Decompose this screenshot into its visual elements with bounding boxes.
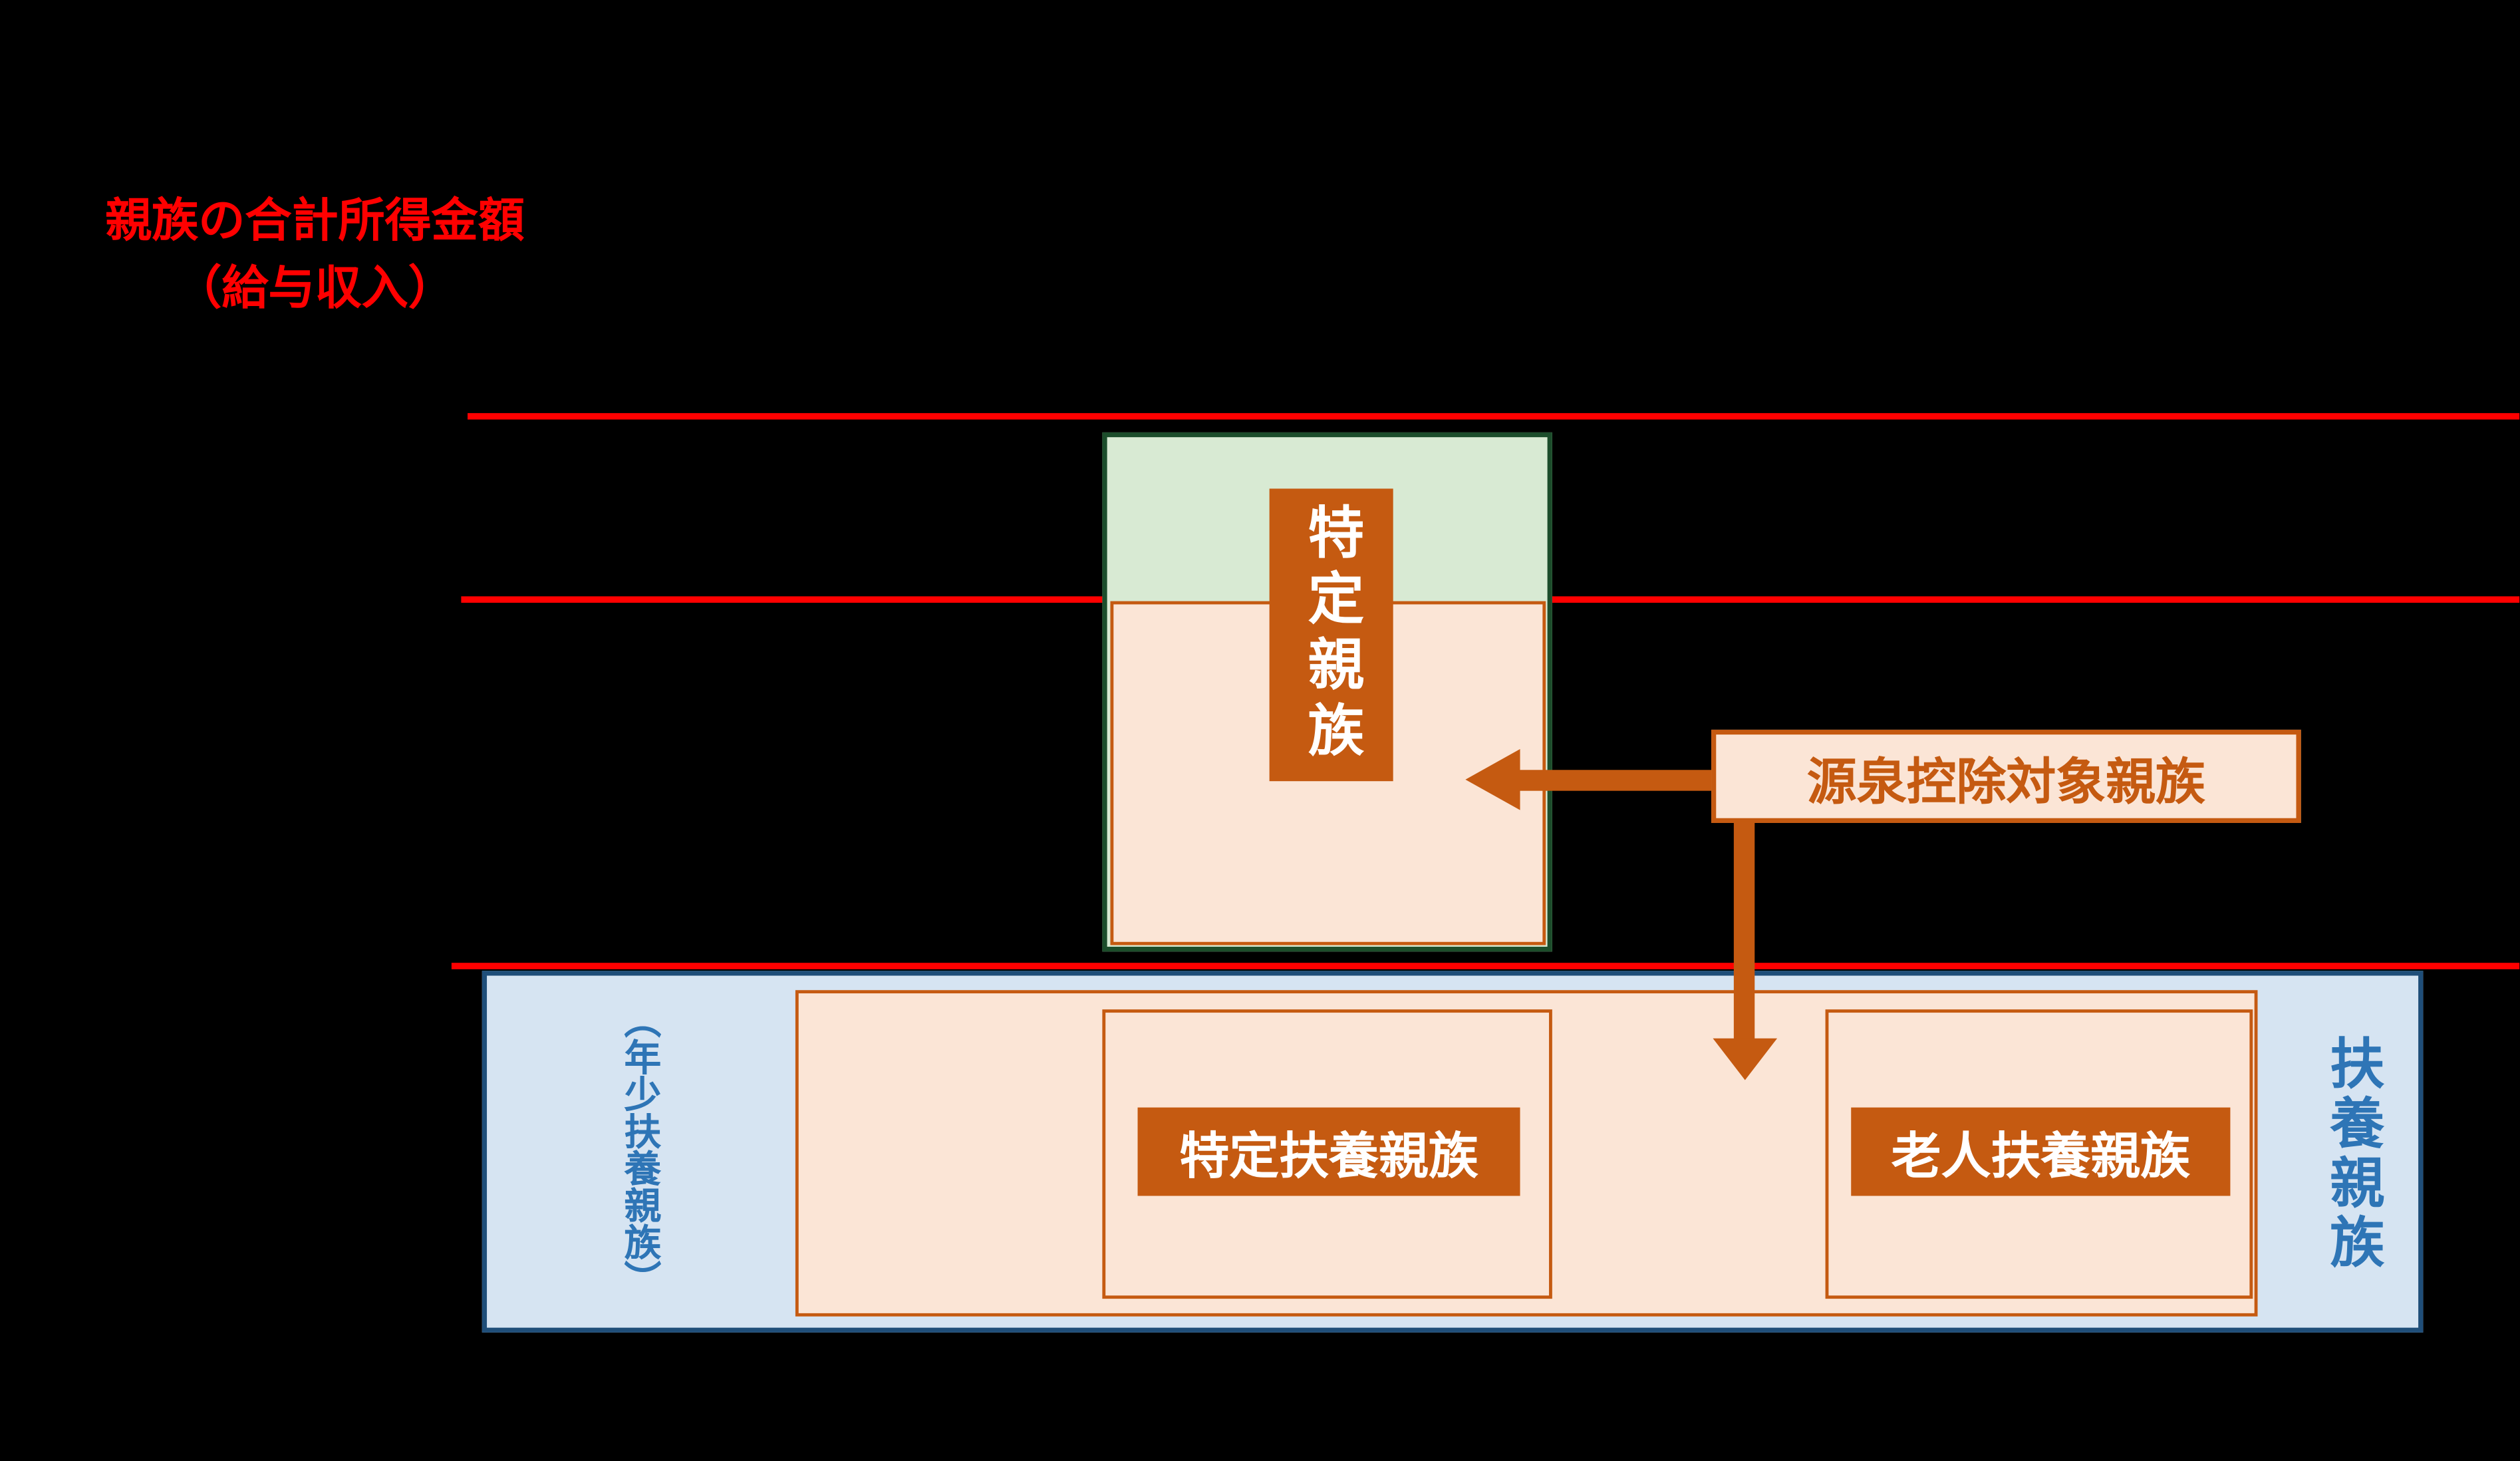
withholding-target-box: 源泉控除対象親族 <box>1711 729 2301 823</box>
arrow-left-head-icon <box>1465 748 1520 810</box>
elderly-dependent-label: 老人扶養親族 <box>1851 1107 2231 1196</box>
threshold-line-bottom <box>451 963 2520 969</box>
axis-title: 親族の合計所得金額 （給与収入） <box>45 186 585 321</box>
arrow-down-shaft <box>1733 821 1755 1042</box>
dependent-relative-label: 扶養親族 <box>2319 1035 2384 1273</box>
axis-title-line2: （給与収入） <box>175 260 455 315</box>
withholding-target-label: 源泉控除対象親族 <box>1806 752 2205 811</box>
special-relative-label: 特定親族 <box>1269 488 1393 782</box>
young-dependent-label: （年少扶養親族） <box>617 1001 659 1297</box>
specific-dependent-label: 特定扶養親族 <box>1137 1107 1520 1196</box>
threshold-line-top <box>468 412 2520 420</box>
arrow-left-shaft <box>1516 770 1712 791</box>
axis-title-line1: 親族の合計所得金額 <box>105 192 525 248</box>
arrow-down-head-icon <box>1713 1038 1778 1080</box>
